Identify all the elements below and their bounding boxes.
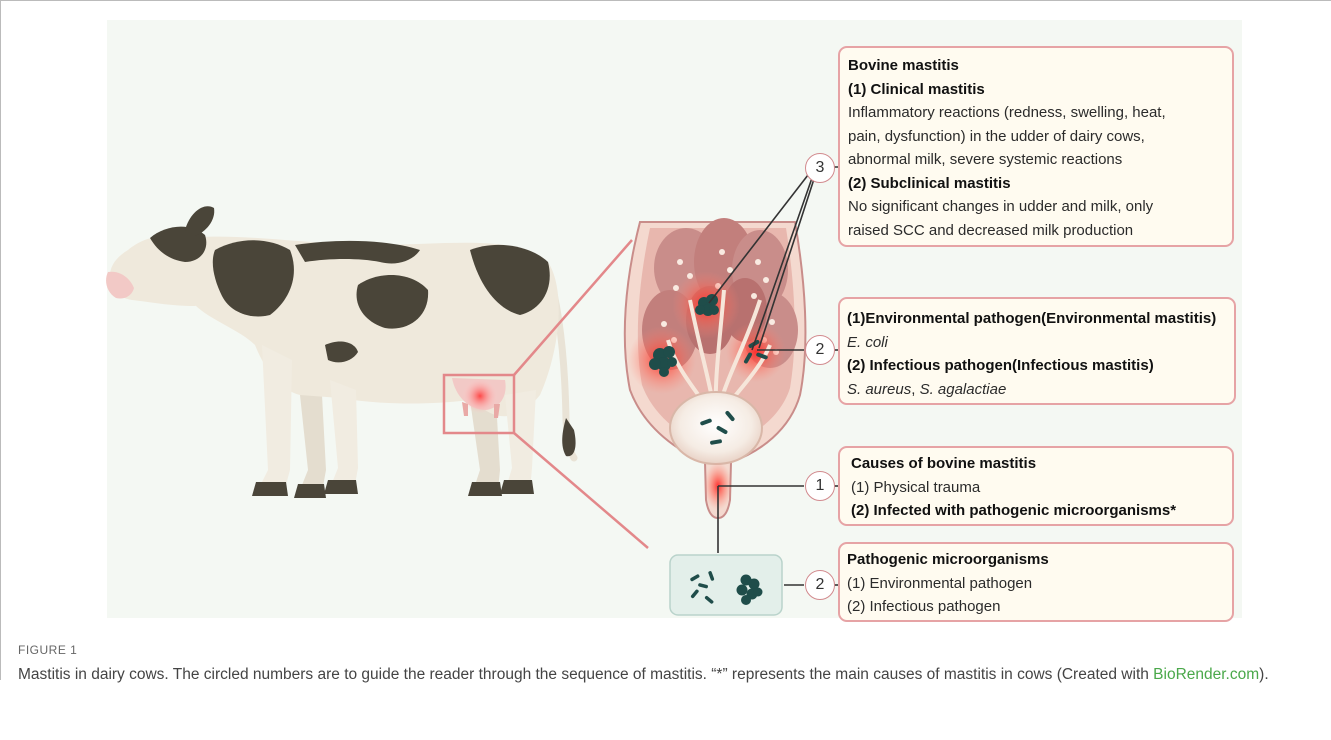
microorganisms-box: Pathogenic microorganisms (1) Environmen… (838, 542, 1234, 622)
infectious-pathogen-heading: (2) Infectious pathogen(Infectious masti… (847, 357, 1154, 374)
subclinical-mastitis-heading: (2) Subclinical mastitis (848, 175, 1011, 192)
marker-1: 1 (805, 471, 835, 501)
pathogen-sample-card (670, 555, 782, 615)
clinical-line-1: Inflammatory reactions (redness, swellin… (848, 101, 1232, 125)
zoom-line-lower (514, 433, 648, 548)
clinical-mastitis-heading: (1) Clinical mastitis (848, 81, 985, 98)
caption-text: Mastitis in dairy cows. The circled numb… (18, 666, 1153, 683)
bovine-mastitis-title: Bovine mastitis (848, 57, 959, 74)
infectious-species-separator: , (911, 381, 919, 398)
infectious-species-b: S. agalactiae (920, 381, 1007, 398)
marker-2-lower: 2 (805, 570, 835, 600)
caption-tail: ). (1259, 666, 1268, 683)
clinical-line-3: abnormal milk, severe systemic reactions (848, 148, 1232, 172)
microorganisms-item-1: (1) Environmental pathogen (847, 572, 1232, 596)
environmental-species: E. coli (847, 331, 1234, 355)
causes-box: Causes of bovine mastitis (1) Physical t… (838, 446, 1234, 526)
microorganisms-title: Pathogenic microorganisms (847, 551, 1049, 568)
causes-title: Causes of bovine mastitis (851, 455, 1036, 472)
subclinical-line-1: No significant changes in udder and milk… (848, 195, 1232, 219)
microorganisms-item-2: (2) Infectious pathogen (847, 595, 1232, 619)
clinical-line-2: pain, dysfunction) in the udder of dairy… (848, 125, 1232, 149)
biorender-link[interactable]: BioRender.com (1153, 666, 1259, 683)
infectious-species-a: S. aureus (847, 381, 911, 398)
pathogen-types-box: (1)Environmental pathogen(Environmental … (838, 297, 1236, 405)
bovine-mastitis-box: Bovine mastitis (1) Clinical mastitis In… (838, 46, 1234, 247)
marker-2-upper: 2 (805, 335, 835, 365)
udder-cross-section (625, 218, 806, 518)
environmental-pathogen-heading: (1)Environmental pathogen(Environmental … (847, 310, 1216, 327)
figure-caption: Mastitis in dairy cows. The circled numb… (18, 664, 1318, 685)
causes-item-2: (2) Infected with pathogenic microorgani… (851, 502, 1176, 519)
cow-illustration (106, 206, 576, 498)
marker-3: 3 (805, 153, 835, 183)
causes-item-1: (1) Physical trauma (851, 476, 1232, 500)
figure-label: FIGURE 1 (18, 643, 77, 657)
subclinical-line-2: raised SCC and decreased milk production (848, 219, 1232, 243)
